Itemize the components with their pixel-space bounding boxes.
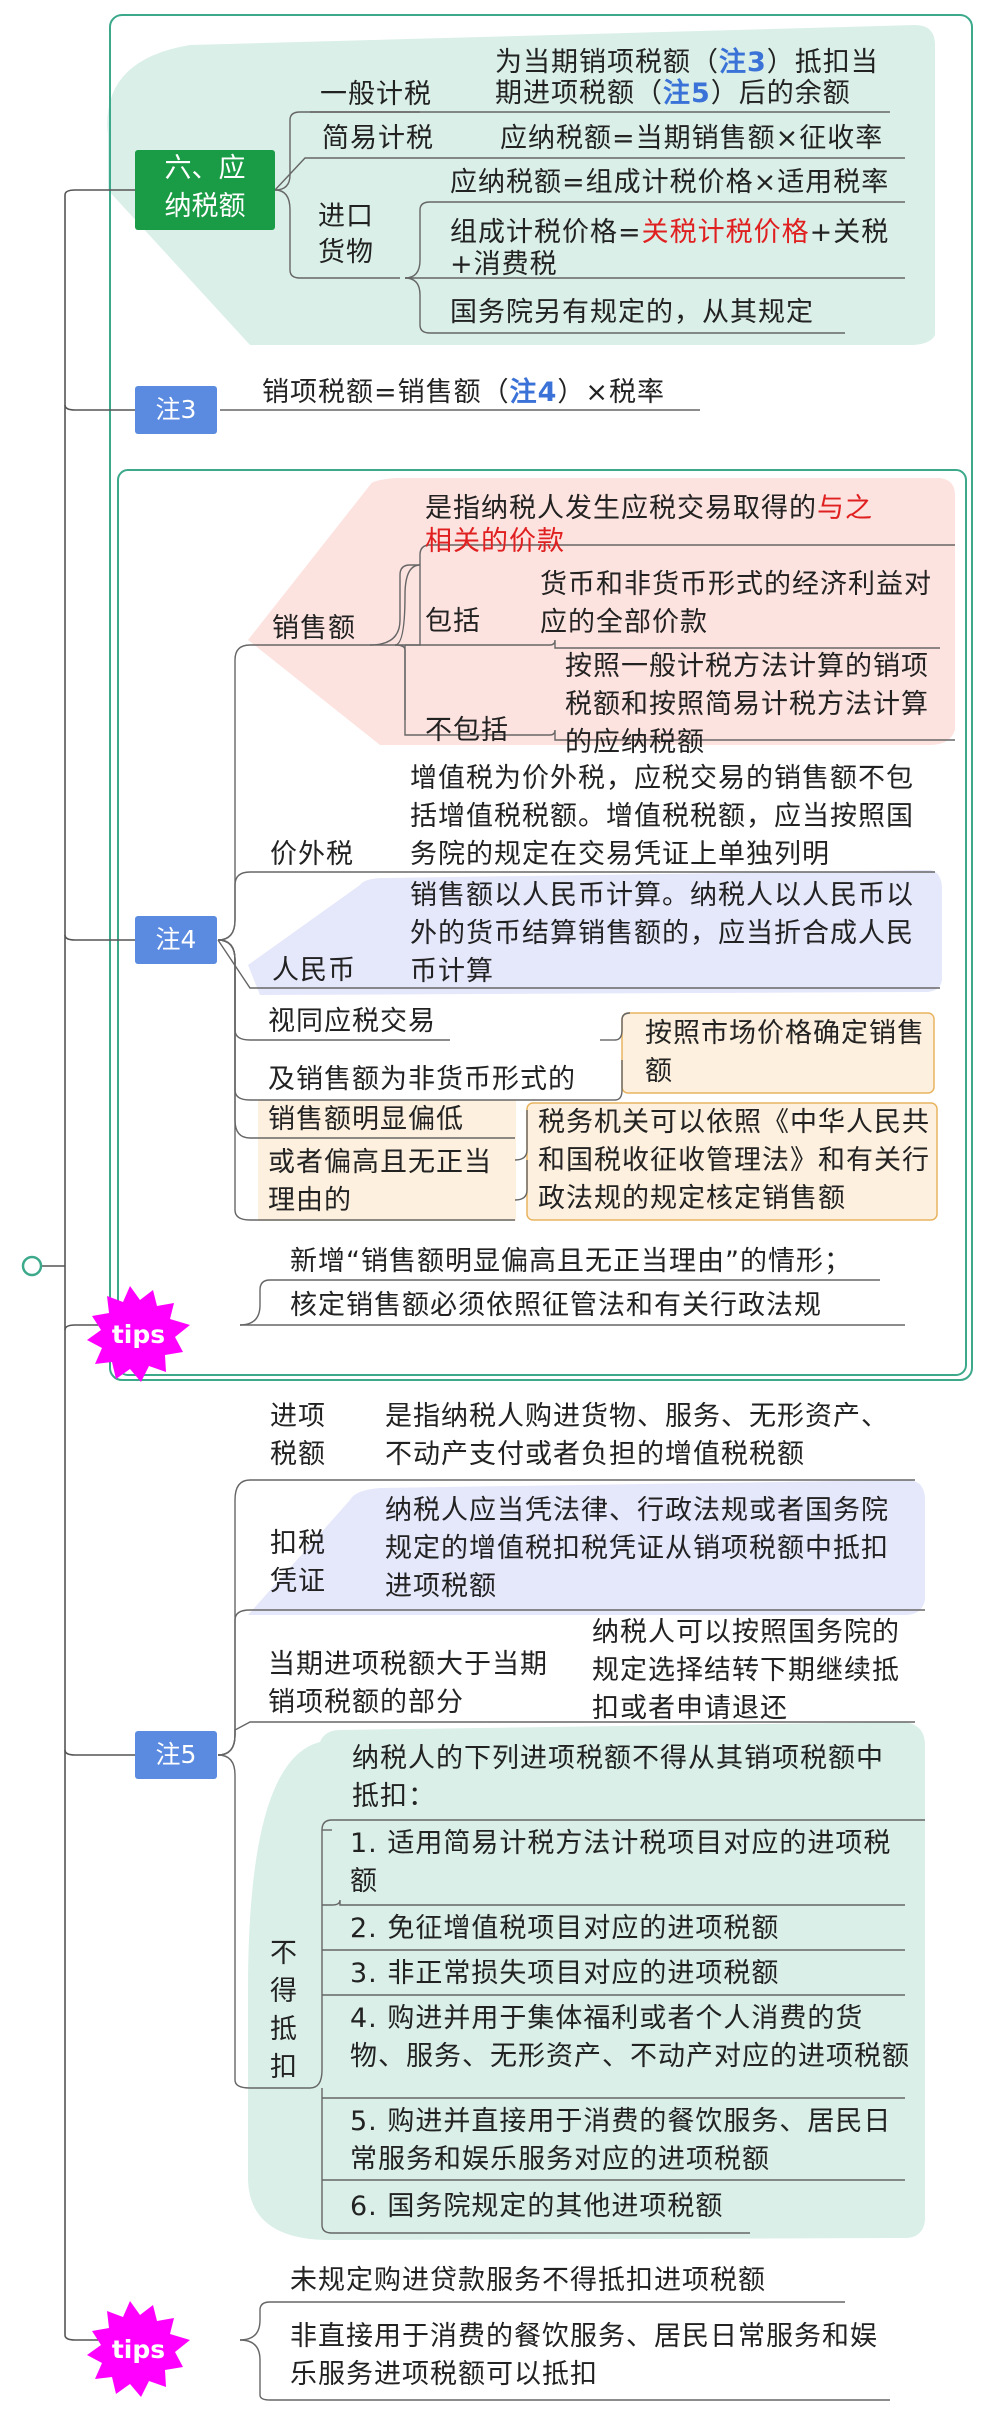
sales-desc-part: 是指纳税人发生应税交易取得的 xyxy=(425,493,817,524)
import-desc-3: 国务院另有规定的，从其规定 xyxy=(450,297,814,328)
tips-burst-shape-1 xyxy=(87,1286,190,1382)
import-desc-1: 应纳税额=组成计税价格×适用税率 xyxy=(450,167,890,198)
nodeduct-item-2: 2. 免征增值税项目对应的进项税额 xyxy=(350,1913,780,1944)
voucher-label: 扣税凭证 xyxy=(270,1528,326,1597)
import-desc-2-line2: +消费税 xyxy=(450,249,558,280)
import-desc-part: +关税 xyxy=(809,217,890,248)
extra-price-tax-label: 价外税 xyxy=(270,839,354,870)
nodeduct-item-4: 4. 购进并用于集体福利或者个人消费的货物、服务、无形资产、不动产对应的进项税额 xyxy=(350,2003,910,2072)
general-desc-part: ）抵扣当 xyxy=(766,47,879,78)
general-tax-desc-line2: 期进项税额（注5）后的余额 xyxy=(495,75,851,113)
tips-burst-shape-2 xyxy=(87,2301,190,2397)
input-tax-label: 进项税额 xyxy=(270,1401,326,1470)
simple-tax-desc: 应纳税额=当期销售额×征收率 xyxy=(500,123,884,154)
customs-price-highlight: 关税计税价格 xyxy=(641,217,810,248)
tips-label: tips xyxy=(111,2334,166,2364)
general-desc-part: 为当期销项税额（ xyxy=(495,47,719,78)
sales-desc-highlight: 与之 xyxy=(817,493,873,524)
low-label-bg2 xyxy=(258,1100,516,1138)
low-price-label-line1: 销售额明显偏低 xyxy=(268,1104,464,1135)
nodeduct-item-1: 1. 适用简易计税方法计税项目对应的进项税额 xyxy=(350,1828,892,1897)
low-price-label-line2: 或者偏高且无正当理由的 xyxy=(268,1147,492,1216)
deemed-result: 按照市场价格确定销售额 xyxy=(645,1018,925,1087)
note5-tips-line1: 未规定购进贷款服务不得抵扣进项税额 xyxy=(290,2265,766,2296)
import-desc-2-line1: 组成计税价格=关税计税价格+关税 xyxy=(450,214,889,252)
section6-title-line1: 六、应 xyxy=(164,153,246,184)
outer-frame xyxy=(109,14,973,1381)
section6-bg xyxy=(107,25,936,345)
import-desc-part: 组成计税价格= xyxy=(450,217,642,248)
nodeduct-item-3: 3. 非正常损失项目对应的进项税额 xyxy=(350,1958,780,1989)
deemed-label-line1: 视同应税交易 xyxy=(268,1006,436,1037)
general-desc-part: ）后的余额 xyxy=(710,78,851,109)
import-goods-label-line1: 进口 xyxy=(318,201,374,232)
general-desc-part: 期进项税额（ xyxy=(495,78,663,109)
note5-tips-line2: 非直接用于消费的餐饮服务、居民日常服务和娱乐服务进项税额可以抵扣 xyxy=(290,2321,878,2390)
excess-desc: 纳税人可以按照国务院的规定选择结转下期继续抵扣或者申请退还 xyxy=(592,1617,900,1724)
rmb-bg xyxy=(248,870,942,995)
general-tax-desc-line1: 为当期销项税额（注3）抵扣当 xyxy=(495,44,879,82)
note4-frame xyxy=(117,469,967,1376)
low-price-result: 税务机关可以依照《中华人民共和国税收征收管理法》和有关行政法规的规定核定销售额 xyxy=(538,1107,930,1214)
note4-ref[interactable]: 注4 xyxy=(509,377,558,408)
sales-label: 销售额 xyxy=(272,613,356,644)
note3-desc: 销项税额=销售额（注4）×税率 xyxy=(262,374,665,412)
note3-desc-part: 销项税额=销售额（ xyxy=(262,377,510,408)
sales-desc-line1: 是指纳税人发生应税交易取得的与之 xyxy=(425,490,873,528)
nodeduct-bg xyxy=(248,1722,925,2240)
voucher-bg xyxy=(248,1480,925,1615)
deemed-label-line2: 及销售额为非货币形式的 xyxy=(268,1064,576,1095)
nodeduct-item-6: 6. 国务院规定的其他进项税额 xyxy=(350,2191,724,2222)
nodeduct-item-5: 5. 购进并直接用于消费的餐饮服务、居民日常服务和娱乐服务对应的进项税额 xyxy=(350,2106,892,2175)
rmb-desc: 销售额以人民币计算。纳税人以人民币以外的货币结算销售额的，应当折合成人民币计算 xyxy=(410,880,914,987)
note5-ref[interactable]: 注5 xyxy=(663,78,711,109)
note4-tips-line2: 核定销售额必须依照征管法和有关行政法规 xyxy=(290,1290,822,1321)
import-goods-label-line2: 货物 xyxy=(318,237,374,268)
section6-node[interactable]: 六、应 纳税额 xyxy=(135,150,275,230)
note5-node[interactable]: 注5 xyxy=(135,1731,217,1779)
nodeduct-label: 不得抵扣 xyxy=(270,1938,298,2083)
tips-badge-note4: tips xyxy=(87,1286,190,1382)
input-tax-desc: 是指纳税人购进货物、服务、无形资产、不动产支付或者负担的增值税税额 xyxy=(385,1401,889,1470)
note3-desc-part: ）×税率 xyxy=(557,377,666,408)
note4-tips-line1: 新增“销售额明显偏高且无正当理由”的情形； xyxy=(290,1246,852,1277)
root-node xyxy=(21,1255,43,1277)
exclude-desc: 按照一般计税方法计算的销项税额和按照简易计税方法计算的应纳税额 xyxy=(565,651,929,758)
tips-badge-note5: tips xyxy=(87,2301,190,2397)
low-label-bg xyxy=(258,1137,516,1221)
general-tax-label: 一般计税 xyxy=(320,79,432,110)
note4-node[interactable]: 注4 xyxy=(135,916,217,964)
voucher-desc: 纳税人应当凭法律、行政法规或者国务院规定的增值税扣税凭证从销项税额中抵扣进项税额 xyxy=(385,1495,889,1602)
nodeduct-desc: 纳税人的下列进项税额不得从其销项税额中抵扣： xyxy=(352,1743,884,1812)
excess-label: 当期进项税额大于当期销项税额的部分 xyxy=(268,1649,548,1718)
note3-node[interactable]: 注3 xyxy=(135,386,217,434)
include-label: 包括 xyxy=(425,606,481,637)
sales-desc-line2: 相关的价款 xyxy=(425,526,565,557)
deemed-result-bg xyxy=(621,1012,935,1094)
note3-ref[interactable]: 注3 xyxy=(719,47,767,78)
simple-tax-label: 简易计税 xyxy=(322,123,434,154)
exclude-label: 不包括 xyxy=(425,715,509,746)
tips-label: tips xyxy=(111,1319,166,1349)
extra-price-tax-desc: 增值税为价外税，应税交易的销售额不包括增值税税额。增值税税额，应当按照国务院的规… xyxy=(410,763,914,870)
section6-title-line2: 纳税额 xyxy=(164,191,246,222)
rmb-label: 人民币 xyxy=(272,955,356,986)
include-desc: 货币和非货币形式的经济利益对应的全部价款 xyxy=(540,569,932,638)
